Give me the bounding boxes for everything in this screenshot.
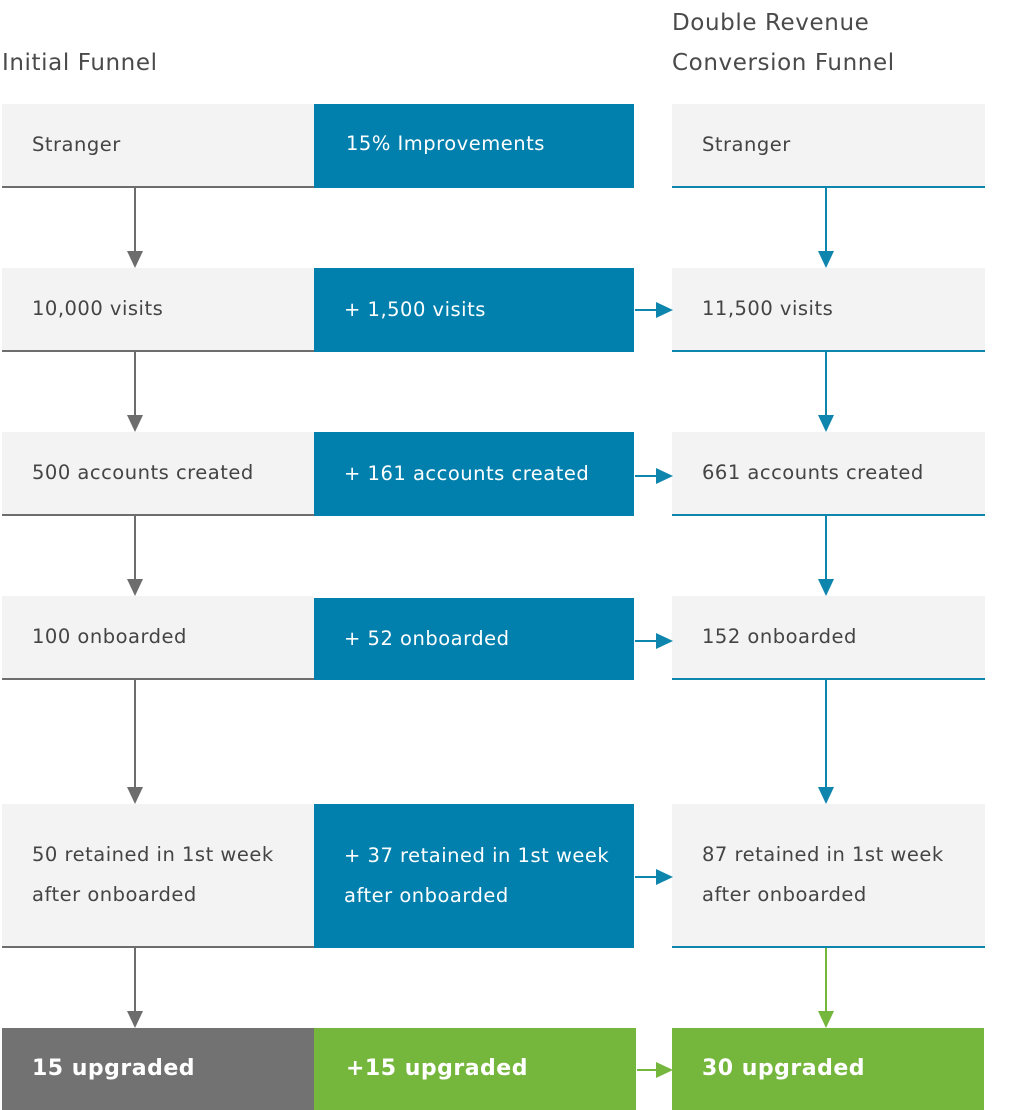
- double-down-arrow: [818, 188, 834, 268]
- improvement-header: 15% Improvements: [314, 104, 634, 188]
- double-step-retained: 87 retained in 1st week after onboarded: [672, 804, 985, 948]
- double-step-visits: 11,500 visits: [672, 268, 985, 352]
- improvement-onboarded: + 52 onboarded: [314, 598, 634, 680]
- initial-down-arrow: [127, 188, 143, 268]
- initial-step-stranger: Stranger: [2, 104, 314, 188]
- initial-funnel-title: Initial Funnel: [2, 50, 158, 76]
- improvement-upgraded: +15 upgraded: [314, 1028, 636, 1110]
- improvement-accounts: + 161 accounts created: [314, 432, 634, 516]
- double-step-stranger: Stranger: [672, 104, 985, 188]
- initial-down-arrow: [127, 516, 143, 596]
- improvement-right-arrow: [635, 468, 673, 484]
- initial-step-retained: 50 retained in 1st week after onboarded: [2, 804, 314, 948]
- improvement-retained: + 37 retained in 1st week after onboarde…: [314, 804, 634, 948]
- double-down-arrow: [818, 352, 834, 432]
- double-step-upgraded: 30 upgraded: [672, 1028, 984, 1110]
- initial-down-arrow: [127, 948, 143, 1028]
- initial-down-arrow: [127, 352, 143, 432]
- initial-step-accounts: 500 accounts created: [2, 432, 314, 516]
- double-step-accounts: 661 accounts created: [672, 432, 985, 516]
- improvement-visits: + 1,500 visits: [314, 268, 634, 352]
- initial-step-visits: 10,000 visits: [2, 268, 314, 352]
- double-down-arrow-green: [818, 948, 834, 1028]
- improvement-right-arrow: [635, 633, 673, 649]
- improvement-right-arrow-green: [637, 1062, 673, 1078]
- double-down-arrow: [818, 516, 834, 596]
- double-down-arrow: [818, 680, 834, 804]
- double-funnel-title: Double Revenue Conversion Funnel: [672, 10, 895, 76]
- improvement-right-arrow: [635, 869, 673, 885]
- improvement-right-arrow: [635, 302, 673, 318]
- double-step-onboarded: 152 onboarded: [672, 596, 985, 680]
- initial-down-arrow: [127, 680, 143, 804]
- initial-step-upgraded: 15 upgraded: [2, 1028, 314, 1110]
- initial-step-onboarded: 100 onboarded: [2, 596, 314, 680]
